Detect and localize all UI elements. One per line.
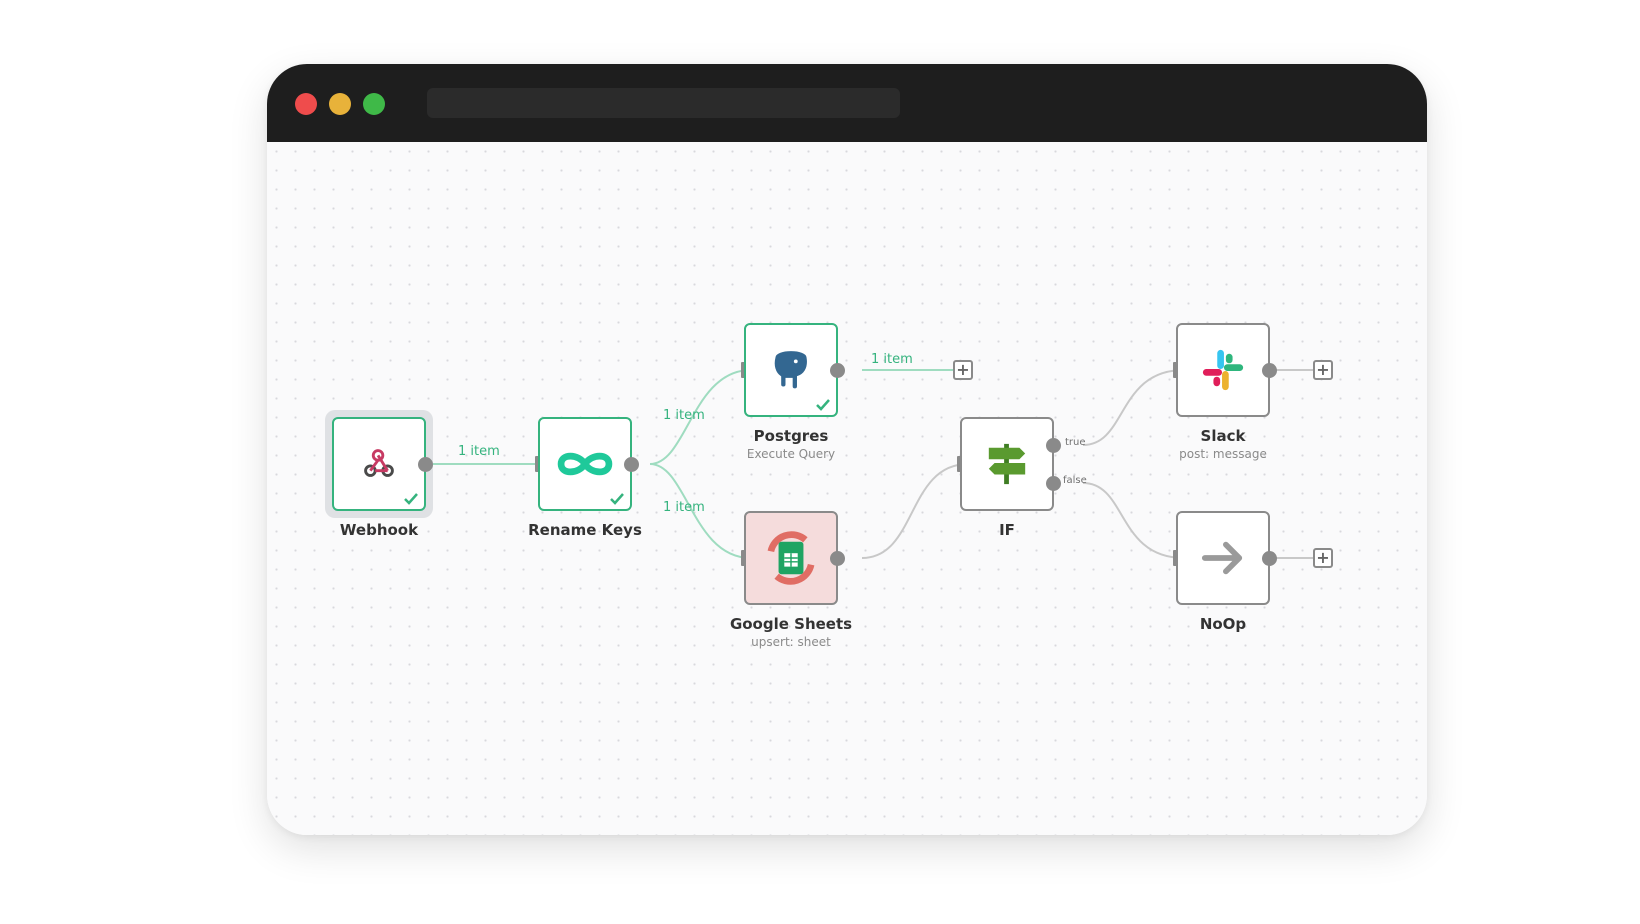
google-sheets-icon [767, 531, 815, 585]
infinity-icon [557, 452, 613, 476]
maximize-window-button[interactable] [363, 93, 385, 115]
output-handle-webhook[interactable] [418, 457, 433, 472]
output-handle-google-sheets[interactable] [830, 551, 845, 566]
node-label-if: IF [999, 521, 1015, 539]
minimize-window-button[interactable] [329, 93, 351, 115]
success-check-icon [816, 399, 830, 411]
node-label-postgres: Postgres [753, 427, 829, 445]
node-label-slack: Slack [1200, 427, 1246, 445]
title-bar [267, 64, 1427, 142]
postgres-elephant-icon [773, 349, 809, 390]
success-check-icon [610, 493, 624, 505]
workflow-canvas[interactable]: Webhook 1 item Rename Keys 1 item 1 item… [267, 142, 1427, 835]
node-subtitle-slack: post: message [1179, 447, 1267, 461]
node-label-google-sheets: Google Sheets [729, 615, 853, 633]
node-label-noop: NoOp [1199, 615, 1247, 633]
node-subtitle-postgres: Execute Query [746, 447, 836, 461]
success-check-icon [404, 493, 418, 505]
output-handle-noop[interactable] [1262, 551, 1277, 566]
output-handle-if-false[interactable] [1046, 476, 1061, 491]
output-handle-rename-keys[interactable] [624, 457, 639, 472]
edge-item-count: 1 item [871, 352, 913, 367]
close-window-button[interactable] [295, 93, 317, 115]
signpost-icon [988, 443, 1026, 485]
branch-label-true: true [1065, 437, 1086, 448]
node-postgres[interactable] [744, 323, 838, 417]
app-window: Webhook 1 item Rename Keys 1 item 1 item… [267, 64, 1427, 835]
connection-rename-sheets[interactable] [649, 463, 752, 562]
arrow-right-icon [1201, 541, 1243, 575]
output-handle-if-true[interactable] [1046, 438, 1061, 453]
connection-if-noop[interactable] [1082, 482, 1185, 562]
node-subtitle-google-sheets: upsert: sheet [751, 635, 831, 649]
node-if[interactable] [960, 417, 1054, 511]
connection-rename-postgres[interactable] [649, 366, 752, 465]
node-slack[interactable] [1176, 323, 1270, 417]
output-handle-postgres[interactable] [830, 363, 845, 378]
output-handle-slack[interactable] [1262, 363, 1277, 378]
connection-sheets-if[interactable] [861, 460, 969, 559]
node-noop[interactable] [1176, 511, 1270, 605]
node-google-sheets[interactable] [744, 511, 838, 605]
add-node-button[interactable]: + [1313, 360, 1333, 380]
node-label-webhook: Webhook [339, 521, 419, 539]
node-label-rename-keys: Rename Keys [528, 521, 642, 539]
branch-label-false: false [1063, 475, 1087, 486]
edge-item-count: 1 item [663, 500, 705, 515]
connection-if-slack[interactable] [1082, 366, 1185, 446]
address-bar[interactable] [427, 88, 900, 118]
slack-icon [1202, 349, 1244, 391]
edge-item-count: 1 item [663, 408, 705, 423]
add-node-button[interactable]: + [1313, 548, 1333, 568]
connections-layer [433, 366, 1313, 562]
webhook-icon [364, 449, 394, 477]
add-node-button[interactable]: + [953, 360, 973, 380]
node-rename-keys[interactable] [538, 417, 632, 511]
edge-item-count: 1 item [458, 444, 500, 459]
node-webhook[interactable] [332, 417, 426, 511]
